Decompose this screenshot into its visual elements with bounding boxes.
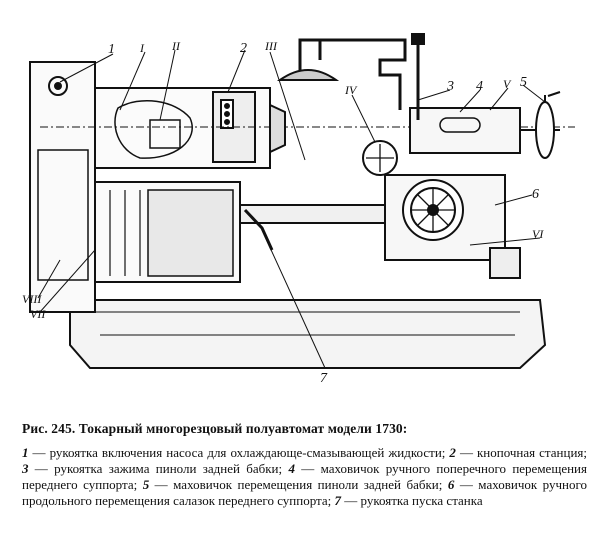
item-num: 4 [288,461,295,476]
label-V: V [503,77,512,91]
electric-cabinet [29,61,96,313]
item-text: — рукоятка пуска станка [341,493,483,508]
label-II: II [171,39,181,53]
item-num: 1 [22,445,29,460]
item-num: 7 [334,493,342,508]
item-text: — рукоятка зажима пиноли задней бабки; [28,461,289,476]
coolant-pipe [298,38,407,110]
label-VII: VII [30,307,46,321]
item-num: 3 [22,461,29,476]
tailstock [409,107,521,154]
label-3: 3 [446,79,454,94]
label-I: I [139,41,145,55]
machine-base [69,299,547,369]
label-III: III [264,39,278,53]
label-4: 4 [476,79,483,94]
pump-switch-1 [48,76,68,96]
label-IV: IV [344,83,358,97]
item-text: — кнопочная станция; [455,445,588,460]
item-num: 6 [447,477,455,492]
label-VI: VI [532,227,544,241]
item-num: 5 [142,477,150,492]
label-VIII: VIII [22,292,42,306]
item-num: 2 [449,445,456,460]
item-text: — маховичок ручного поперечного перемеще… [22,461,587,492]
item-text: — рукоятка включения насоса для охлаждаю… [28,445,450,460]
label-7: 7 [320,371,328,386]
label-2: 2 [240,41,247,56]
figure-caption-body: 1 — рукоятка включения насоса для охлажд… [22,445,587,509]
label-5: 5 [520,75,527,90]
start-lever-7 [243,208,274,251]
figure-caption-title: Рис. 245. Токарный многорезцовый полуавт… [22,421,408,436]
handwheel-5 [535,101,555,159]
lathe-drawing: 1 2 3 4 5 6 7 I II III IV V VI VII VIII [22,33,575,386]
label-6: 6 [532,187,539,202]
item-text: — маховичок перемещения пиноли задней ба… [149,477,448,492]
item-text: — маховичок ручного продольного перемеще… [22,477,587,508]
label-1: 1 [108,42,115,57]
lamp [276,69,340,81]
